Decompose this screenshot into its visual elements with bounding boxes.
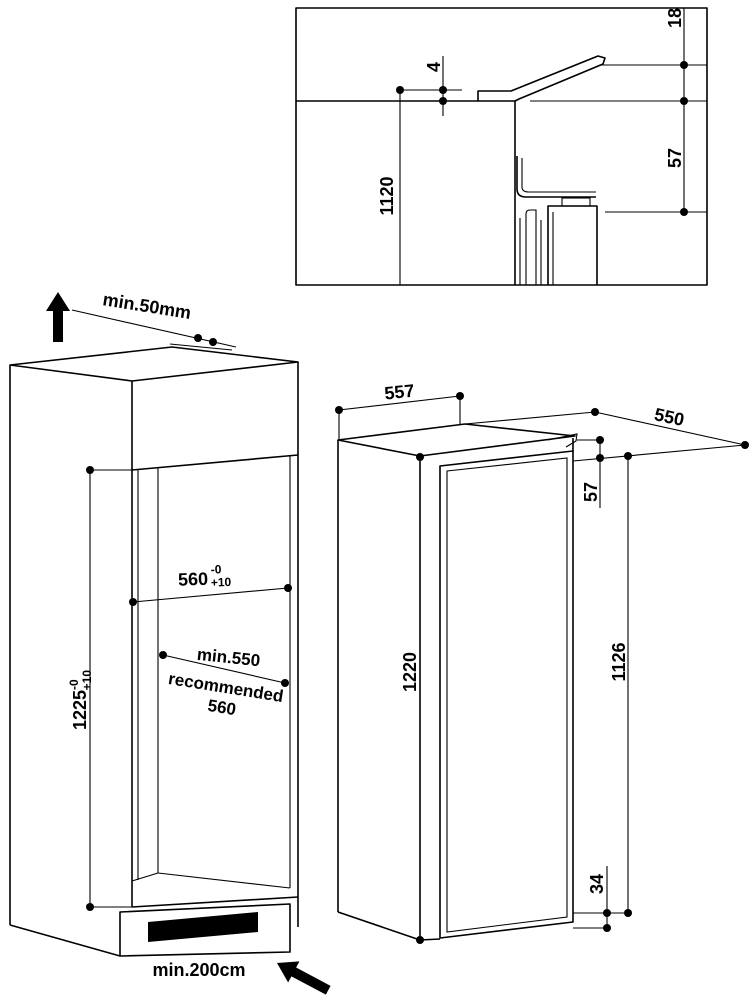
bracket-offset-label: 57 <box>665 148 685 168</box>
niche-height-value: 1225 <box>70 690 90 730</box>
dimension-point <box>439 86 447 94</box>
niche-depth-recommended-value: 560 <box>206 696 237 719</box>
appliance-top-offset-label: 57 <box>581 482 601 502</box>
dimension-point <box>416 936 424 944</box>
hinge-bracket <box>516 156 596 198</box>
appliance-top-trim <box>547 433 578 448</box>
ventilation-slot <box>148 912 258 942</box>
niche-depth-dimension-line <box>162 654 286 684</box>
dimension-point <box>209 338 217 346</box>
niche-floor-back-edge <box>157 872 291 889</box>
appliance-bottom-offset-label: 34 <box>587 874 607 894</box>
niche-floor-front-edge <box>131 896 299 908</box>
appliance-door <box>439 450 574 939</box>
dimension-point <box>129 598 137 606</box>
dimension-point <box>416 453 424 461</box>
appliance-drawing: 557 550 57 1220 1126 34 <box>335 381 749 944</box>
dimension-point <box>159 651 167 659</box>
appliance-top-face <box>337 423 576 457</box>
appliance-depth-extension-back <box>464 411 596 425</box>
appliance-left-bottom-edge <box>337 911 421 941</box>
niche-width-tolerance-upper: -0 <box>210 562 221 576</box>
appliance-door-inner-edge <box>446 457 568 933</box>
niche-height-tolerance-lower: +10 <box>80 670 94 691</box>
dimension-point <box>680 208 688 216</box>
worktop-height-label: 1120 <box>377 176 397 215</box>
dimension-point <box>596 436 604 444</box>
arrow-up-icon <box>46 292 70 342</box>
appliance-depth-dimension-line <box>594 411 746 446</box>
arrow-up-left-icon <box>277 961 331 995</box>
niche-left-bottom-edge <box>9 924 121 957</box>
niche-top-face <box>9 346 299 382</box>
dimension-point <box>456 392 464 400</box>
niche-drawing: min.50mm 1225-0+10 560-0+10 min.550 <box>9 289 331 995</box>
hinge-bracket-inner-edge <box>521 158 596 193</box>
niche-width-dimension-line <box>132 587 289 603</box>
dimension-point <box>281 679 289 687</box>
dimension-point <box>396 86 404 94</box>
dimension-point <box>284 584 292 592</box>
niche-top-edge-detail <box>169 343 233 351</box>
niche-height-tolerance-upper: -0 <box>67 679 81 690</box>
appliance-top-section <box>547 205 598 285</box>
detail-view: 18 57 4 1120 <box>295 7 708 286</box>
top-clearance-label: min.50mm <box>101 289 192 323</box>
dimension-point <box>603 924 611 932</box>
niche-width-value: 560 <box>178 569 209 590</box>
plinth <box>119 903 291 957</box>
dimension-point <box>741 441 749 449</box>
ventilation-label: min.200cm <box>152 960 245 980</box>
dimension-point <box>680 61 688 69</box>
niche-width-label: 560-0+10 <box>177 562 231 591</box>
detail-view-frame <box>295 7 708 286</box>
appliance-width-label: 557 <box>383 381 415 404</box>
dimension-point <box>194 334 202 342</box>
trim-height-label: 18 <box>665 8 685 28</box>
appliance-height-label: 1220 <box>400 652 420 692</box>
dimension-point <box>86 466 94 474</box>
door-edge-lines <box>519 209 542 285</box>
dimension-point <box>624 452 632 460</box>
hinge-plate <box>561 197 591 207</box>
dimension-point <box>335 406 343 414</box>
niche-width-tolerance-lower: +10 <box>211 575 232 590</box>
appliance-width-dimension-line <box>338 395 461 411</box>
niche-height-label: 1225-0+10 <box>67 670 94 730</box>
gap-label: 4 <box>424 62 444 72</box>
dimension-point <box>439 97 447 105</box>
appliance-door-height-label: 1126 <box>609 642 629 681</box>
niche-floor-left-edge <box>131 872 159 882</box>
dimension-point <box>86 903 94 911</box>
niche-depth-minimum-label: min.550 <box>196 645 261 671</box>
dimension-point <box>591 408 599 416</box>
niche-opening-top-edge <box>131 454 299 471</box>
top-clearance-dimension-line <box>71 309 237 348</box>
appliance-top-trim <box>477 55 606 102</box>
dimension-point <box>596 454 604 462</box>
dimension-point <box>680 97 688 105</box>
dimension-point <box>603 909 611 917</box>
